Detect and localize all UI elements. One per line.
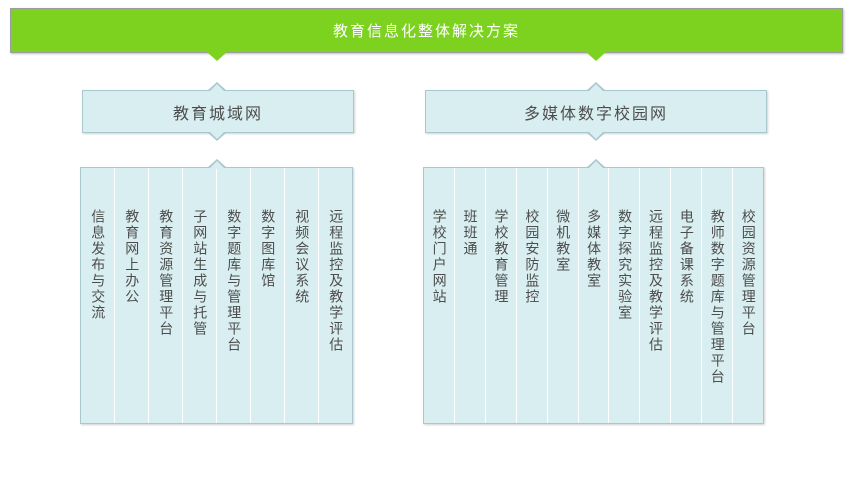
column: 远程监控及教学评估	[318, 168, 352, 423]
column: 班班通	[453, 168, 485, 423]
column-label: 校园资源管理平台	[740, 209, 757, 337]
column-label: 学校门户网站	[431, 209, 448, 305]
pointer-down-icon	[207, 131, 227, 141]
column: 数字图库馆	[250, 168, 284, 423]
column: 视频会议系统	[284, 168, 318, 423]
column: 学校教育管理	[484, 168, 516, 423]
group-columns-metro-network: 信息发布与交流教育网上办公教育资源管理平台子网站生成与托管数字题库与管理平台数字…	[80, 159, 353, 424]
column-label: 学校教育管理	[493, 209, 510, 305]
column-label: 远程监控及教学评估	[328, 209, 345, 353]
column-label: 远程监控及教学评估	[647, 209, 664, 353]
column-label: 视频会议系统	[294, 209, 311, 305]
column-label: 数字图库馆	[260, 209, 277, 289]
group-header-label: 教育城域网	[172, 105, 263, 123]
column: 多媒体教室	[577, 168, 609, 423]
column-label: 教育网上办公	[124, 209, 141, 305]
column-label: 班班通	[462, 209, 479, 257]
column-label: 校园安防监控	[524, 209, 541, 305]
column: 子网站生成与托管	[182, 168, 216, 423]
pointer-up-icon	[207, 82, 227, 92]
column: 校园资源管理平台	[732, 168, 763, 423]
banner-title: 教育信息化整体解决方案	[332, 23, 520, 40]
banner-arrow-down-right-icon	[586, 52, 606, 61]
pointer-down-icon	[586, 131, 606, 141]
column-label: 微机教室	[555, 209, 572, 273]
column-label: 教师数字题库与管理平台	[709, 209, 726, 385]
column: 信息发布与交流	[81, 168, 114, 423]
banner-arrow-down-left-icon	[207, 52, 227, 61]
column-label: 教育资源管理平台	[158, 209, 175, 337]
column: 教育资源管理平台	[148, 168, 182, 423]
column: 电子备课系统	[670, 168, 701, 423]
pointer-up-icon	[207, 159, 227, 169]
column: 教育网上办公	[114, 168, 148, 423]
group-header-metro-network: 教育城域网	[82, 82, 354, 141]
column: 数字探究实验室	[608, 168, 639, 423]
column-label: 电子备课系统	[678, 209, 695, 305]
column: 数字题库与管理平台	[216, 168, 250, 423]
group-columns-campus-network: 学校门户网站班班通学校教育管理校园安防监控微机教室多媒体教室数字探究实验室远程监…	[423, 159, 764, 424]
column-label: 数字题库与管理平台	[226, 209, 243, 353]
column-label: 子网站生成与托管	[192, 209, 209, 337]
column-list: 学校门户网站班班通学校教育管理校园安防监控微机教室多媒体教室数字探究实验室远程监…	[424, 168, 763, 423]
column: 教师数字题库与管理平台	[701, 168, 732, 423]
title-banner: 教育信息化整体解决方案	[10, 8, 843, 61]
pointer-up-icon	[586, 82, 606, 92]
column: 校园安防监控	[515, 168, 547, 423]
column-label: 数字探究实验室	[617, 209, 634, 321]
column-label: 信息发布与交流	[90, 209, 107, 321]
column: 微机教室	[546, 168, 578, 423]
column-label: 多媒体教室	[586, 209, 603, 289]
column-list: 信息发布与交流教育网上办公教育资源管理平台子网站生成与托管数字题库与管理平台数字…	[81, 168, 352, 423]
group-header-label: 多媒体数字校园网	[523, 105, 668, 123]
column: 学校门户网站	[424, 168, 454, 423]
pointer-up-icon	[586, 159, 606, 169]
column: 远程监控及教学评估	[639, 168, 670, 423]
group-header-campus-network: 多媒体数字校园网	[425, 82, 767, 141]
